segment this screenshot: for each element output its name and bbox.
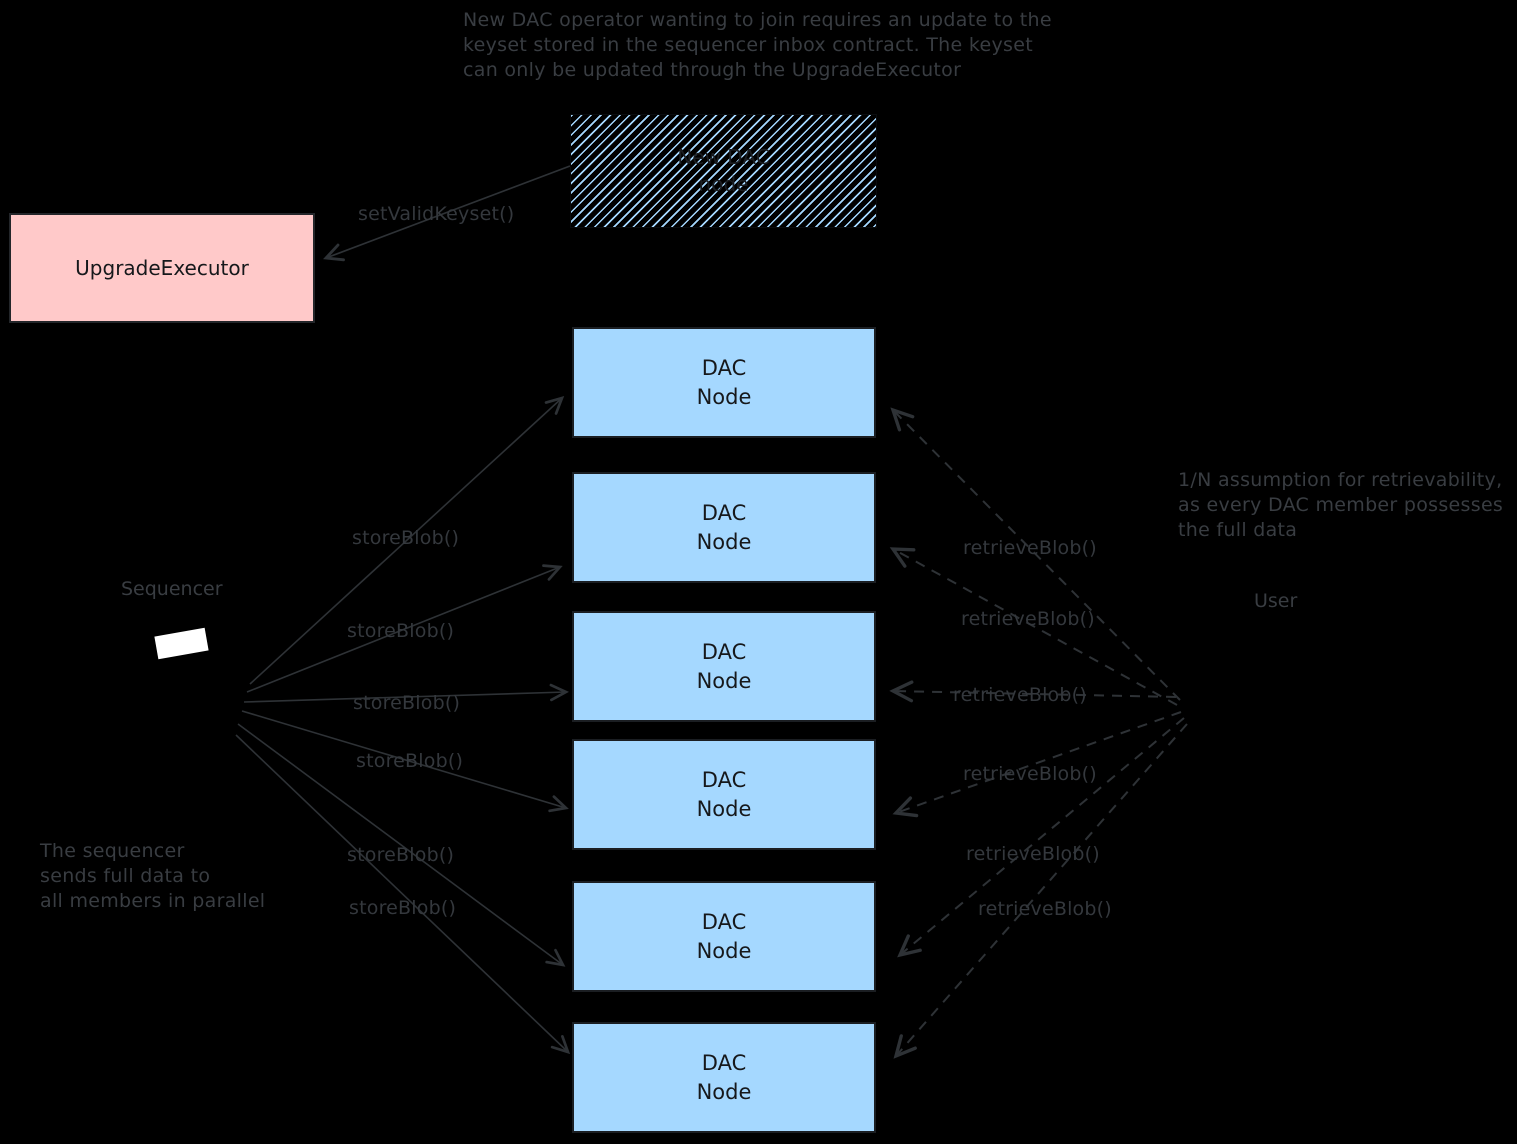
retrieve-blob-label-5: retrieveBlob()	[966, 843, 1100, 865]
store-blob-label-3: storeBlob()	[353, 692, 461, 714]
store-blob-label-1: storeBlob()	[352, 527, 460, 549]
dac-node-box-1: DAC Node	[572, 327, 876, 438]
retrieve-blob-label-3: retrieveBlob()	[953, 684, 1087, 706]
edges-retrieve-blob	[893, 410, 1188, 1056]
edge-set-valid-keyset	[326, 165, 571, 258]
store-blob-label-2: storeBlob()	[347, 620, 455, 642]
store-blob-label-5: storeBlob()	[347, 844, 455, 866]
sequencer-label: Sequencer	[121, 578, 223, 600]
dac-node-box-3: DAC Node	[572, 611, 876, 722]
retrieve-blob-label-2: retrieveBlob()	[961, 608, 1095, 630]
parallel-note: The sequencer sends full data to all mem…	[40, 840, 266, 912]
retrieve-blob-label-6: retrieveBlob()	[978, 898, 1112, 920]
store-blob-label-6: storeBlob()	[349, 897, 457, 919]
retrieve-blob-label-1: retrieveBlob()	[963, 537, 1097, 559]
dac-node-box-2: DAC Node	[572, 472, 876, 583]
dac-node-box-5: DAC Node	[572, 881, 876, 992]
upgrade-executor-box: UpgradeExecutor	[9, 213, 315, 323]
dac-node-box-6: DAC Node	[572, 1022, 876, 1133]
retrieve-blob-label-4: retrieveBlob()	[963, 763, 1097, 785]
dac-node-box-4: DAC Node	[572, 739, 876, 850]
top-note: New DAC operator wanting to join require…	[463, 9, 1052, 81]
new-dac-node-box: New DAC node	[570, 114, 877, 228]
retrievability-note: 1/N assumption for retrievability, as ev…	[1178, 469, 1504, 541]
set-valid-keyset-label: setValidKeyset()	[358, 203, 515, 225]
edges-store-blob	[235, 398, 568, 1052]
user-label: User	[1254, 590, 1298, 612]
store-blob-label-4: storeBlob()	[356, 750, 464, 772]
